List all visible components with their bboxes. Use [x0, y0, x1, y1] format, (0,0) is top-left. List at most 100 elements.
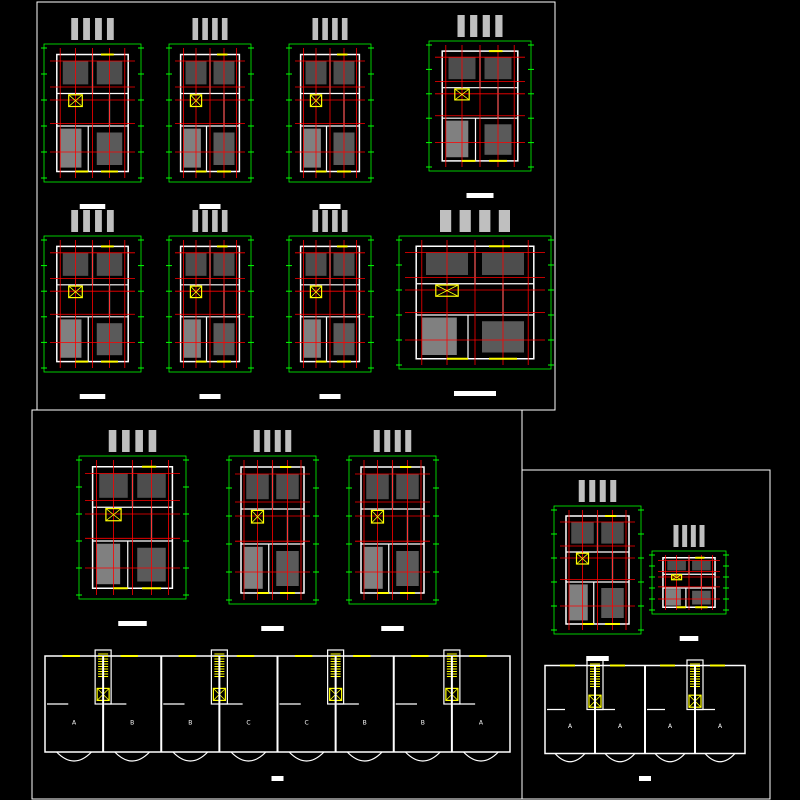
elevator-symbol [189, 94, 203, 108]
balcony-curve [463, 751, 499, 762]
room-fill [244, 546, 263, 589]
elevator-cross [68, 285, 83, 298]
spec-text-block [440, 210, 452, 232]
spec-text-block [498, 210, 510, 232]
spec-text-block [322, 210, 328, 232]
dimension-frame [288, 43, 372, 183]
room-fill [303, 319, 321, 358]
unit-label: A [618, 723, 623, 730]
room-fill [665, 589, 681, 606]
dimension-frame [168, 235, 252, 373]
frame-bottom-right [521, 469, 771, 800]
elevator-cross [371, 510, 384, 524]
balcony-curve [554, 753, 586, 763]
unit-plan-2 [166, 18, 254, 209]
spec-text-block [690, 525, 696, 547]
elevator-symbol [309, 285, 323, 299]
spec-text-block [148, 430, 157, 452]
elevator-cross [251, 510, 264, 524]
unit-plan-3 [286, 18, 374, 209]
elevator-cross [68, 94, 83, 107]
room-fill [183, 128, 201, 168]
room-fill [364, 546, 383, 589]
spec-text-block [699, 525, 705, 547]
spec-text-block [459, 210, 471, 232]
dimension-frame [553, 505, 642, 635]
spec-text-block [610, 480, 617, 502]
spec-text-block [106, 210, 114, 232]
spec-text-block [122, 430, 130, 452]
unit-label: B [130, 719, 134, 726]
spec-text-block [479, 210, 491, 232]
spec-text-block [332, 18, 338, 40]
spec-text-block [599, 480, 606, 502]
spec-text-block [589, 480, 596, 502]
elevator-symbol [68, 285, 83, 299]
elevator-symbol [105, 508, 122, 522]
elevator-symbol [435, 284, 459, 297]
spec-text-block [332, 210, 338, 232]
spec-text-block [682, 525, 688, 547]
elevator-symbol [671, 574, 683, 581]
unit-plan-6 [166, 210, 254, 399]
elevator-symbol [250, 509, 265, 524]
spec-text-block [83, 210, 90, 232]
spec-text-block [135, 430, 143, 452]
unit-label: A [72, 719, 77, 726]
plan-caption [381, 626, 404, 631]
unit-plan-1 [41, 18, 144, 209]
unit-label: B [188, 719, 192, 726]
elevator-cross [576, 552, 589, 565]
elevator-cross [671, 574, 682, 581]
unit-plan-10 [226, 430, 319, 631]
balcony-curve [404, 751, 441, 762]
spec-text-block [253, 430, 260, 452]
spec-text-block [482, 15, 490, 37]
spec-text-block [192, 18, 199, 40]
spec-text-block [312, 210, 319, 232]
plan-caption [319, 204, 341, 209]
spec-text-block [495, 15, 503, 37]
plan-caption [118, 621, 147, 626]
spec-text-block [71, 18, 79, 40]
balcony-curve [288, 751, 325, 762]
dimension-frame [168, 43, 252, 183]
unit-label: A [718, 723, 723, 730]
room-fill [183, 319, 201, 358]
room-fill [60, 319, 82, 358]
spec-text-block [192, 210, 199, 232]
unit-label: B [421, 719, 425, 726]
spec-text-block [95, 210, 102, 232]
elevator-symbol [575, 552, 590, 565]
unit-plan-9 [76, 430, 189, 626]
balcony-curve [56, 751, 92, 762]
unit-plan-7 [286, 210, 374, 399]
spec-text-block [578, 480, 585, 502]
dimension-frame [228, 455, 317, 605]
spec-text-block [405, 430, 412, 452]
room-fill [445, 120, 469, 158]
dimension-frame [43, 43, 142, 183]
unit-label: C [304, 719, 308, 726]
spec-text-block [221, 210, 228, 232]
plan-caption [639, 776, 651, 781]
plan-caption [679, 636, 699, 641]
room-fill [60, 128, 82, 168]
elevator-symbol [454, 88, 470, 101]
spec-text-block [264, 430, 271, 452]
unit-plan-5 [41, 210, 144, 399]
unit-label: A [568, 723, 573, 730]
dimension-frame [348, 455, 437, 605]
spec-text-block [341, 18, 348, 40]
spec-text-block [394, 430, 401, 452]
spec-text-block [108, 430, 117, 452]
unit-label: A [479, 719, 484, 726]
spec-text-block [673, 525, 679, 547]
balcony-curve [704, 753, 736, 763]
spec-text-block [83, 18, 90, 40]
spec-text-block [457, 15, 465, 37]
dimension-frame [43, 235, 142, 373]
